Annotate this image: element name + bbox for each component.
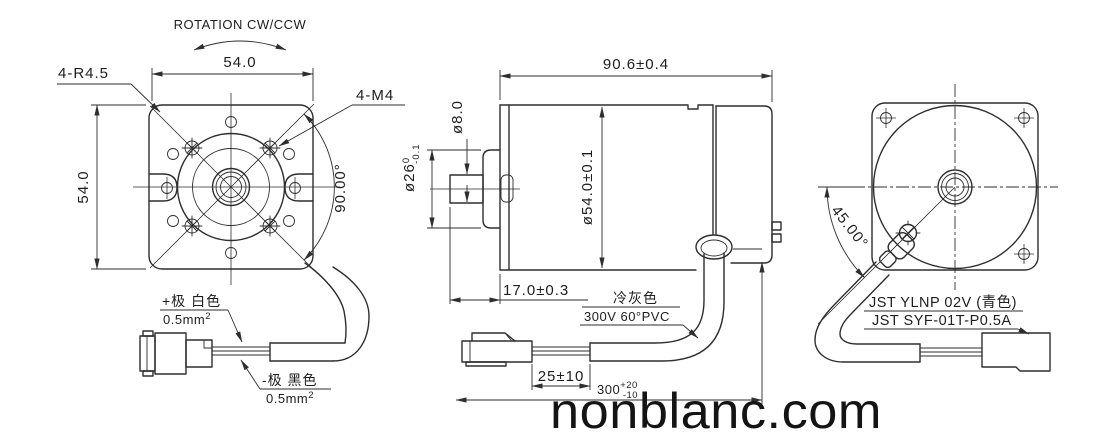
svg-text:JST YLNP 02V (青色): JST YLNP 02V (青色) — [869, 294, 1017, 311]
side-connector — [461, 332, 533, 367]
connector-spec-callout: JST YLNP 02V (青色) JST SYF-01T-P0.5A — [864, 294, 1030, 335]
rear-view: 45.00° JST YLNP 02V (青色) JST SYF-01T-P0.… — [814, 84, 1058, 372]
svg-text:JST SYF-01T-P0.5A: JST SYF-01T-P0.5A — [872, 313, 1012, 329]
front-m4-holes — [181, 137, 281, 237]
mounting-holes-callout: 4-M4 — [278, 87, 405, 147]
terminal-tab-lower — [771, 233, 782, 243]
svg-text:300V 60°PVC: 300V 60°PVC — [584, 309, 670, 324]
m4-hole-tl — [181, 137, 203, 159]
svg-text:4-M4: 4-M4 — [356, 87, 394, 104]
front-view: ROTATION CW/CCW 54.0 54.0 4-R4.5 4-M4 — [57, 17, 405, 406]
cable-length-text: 300+20-10 — [597, 380, 638, 401]
rear-mounting-flange — [871, 102, 1039, 271]
rear-cable-grommet — [878, 231, 916, 269]
shaft-diameter-dimension: ø8.0 — [449, 100, 470, 203]
svg-text:ø8.0: ø8.0 — [449, 100, 466, 134]
m4-hole-tr — [259, 137, 281, 159]
rear-connector — [981, 332, 1051, 372]
front-width-dimension: 54.0 — [151, 54, 314, 101]
hole-angle-dimension: 90.00° — [303, 113, 349, 261]
bearing-boss — [482, 149, 501, 229]
side-view: 90.6±0.4 ø8.0 ø260-0.1 ø54.0±0.1 17.0±0.… — [401, 56, 782, 404]
front-height-dimension: 54.0 — [75, 104, 146, 270]
rear-wire-strands — [919, 347, 983, 357]
front-connector — [139, 330, 213, 377]
cable-spec-callout: 冷灰色 300V 60°PVC — [580, 290, 699, 339]
m4-hole-bl — [181, 215, 203, 237]
front-lead-wire — [139, 262, 370, 377]
svg-text:ø54.0±0.1: ø54.0±0.1 — [579, 149, 596, 225]
front-boss-tab — [500, 174, 514, 203]
front-side-slots — [148, 173, 314, 202]
boss-diameter-dimension: ø260-0.1 — [401, 143, 481, 229]
positive-wire-callout: +极 白色 0.5mm2 — [160, 293, 243, 343]
svg-text:+极 白色: +极 白色 — [162, 293, 221, 309]
end-cap — [715, 105, 782, 264]
front-plain-holes — [167, 116, 295, 259]
rear-shaft-rings — [937, 169, 973, 205]
strip-length-dimension: 25±10 — [531, 364, 591, 390]
front-shaft-rings — [211, 167, 251, 207]
svg-text:-极 黑色: -极 黑色 — [262, 372, 318, 388]
side-front-plate — [499, 104, 510, 271]
svg-text:54.0: 54.0 — [223, 54, 256, 71]
length-dimension: 90.6±0.4 — [499, 56, 773, 102]
watermark-text: nonblanc.com — [550, 383, 882, 439]
rear-motor-body-circle — [872, 104, 1038, 270]
motor-body — [499, 104, 717, 271]
corner-radius-callout: 4-R4.5 — [57, 65, 161, 113]
svg-text:25±10: 25±10 — [538, 368, 585, 385]
rear-corner-holes — [876, 108, 1034, 264]
svg-text:17.0±0.3: 17.0±0.3 — [503, 282, 569, 299]
rotation-label: ROTATION CW/CCW — [174, 17, 307, 32]
rotation-arrow — [193, 40, 287, 51]
exit-angle-dimension: 45.00° — [818, 186, 872, 278]
svg-text:冷灰色: 冷灰色 — [613, 290, 658, 306]
svg-text:54.0: 54.0 — [75, 170, 92, 203]
body-diameter-dimension: ø54.0±0.1 — [579, 106, 605, 269]
svg-text:90.6±0.4: 90.6±0.4 — [603, 56, 669, 73]
svg-text:4-R4.5: 4-R4.5 — [58, 65, 109, 82]
front-wire-strands — [211, 346, 271, 356]
negative-wire-gauge: 0.5mm2 — [266, 390, 314, 406]
side-cable-grommet — [695, 234, 733, 260]
rear-lead-wire — [814, 261, 1051, 372]
negative-wire-callout: -极 黑色 0.5mm2 — [240, 359, 331, 406]
positive-wire-gauge: 0.5mm2 — [163, 311, 211, 327]
side-wire-strands — [531, 346, 591, 356]
boss-diameter-text: ø260-0.1 — [401, 143, 422, 192]
svg-text:45.00°: 45.00° — [828, 202, 872, 252]
m4-hole-br — [259, 215, 281, 237]
cable-length-dimension: 300+20-10 — [455, 248, 765, 404]
shaft-length-dimension: 17.0±0.3 — [449, 207, 588, 304]
terminal-tab-upper — [771, 221, 782, 231]
exit-diagonal-centerline — [817, 186, 956, 325]
svg-text:90.00°: 90.00° — [332, 163, 349, 213]
front-inner-circle — [192, 148, 270, 226]
